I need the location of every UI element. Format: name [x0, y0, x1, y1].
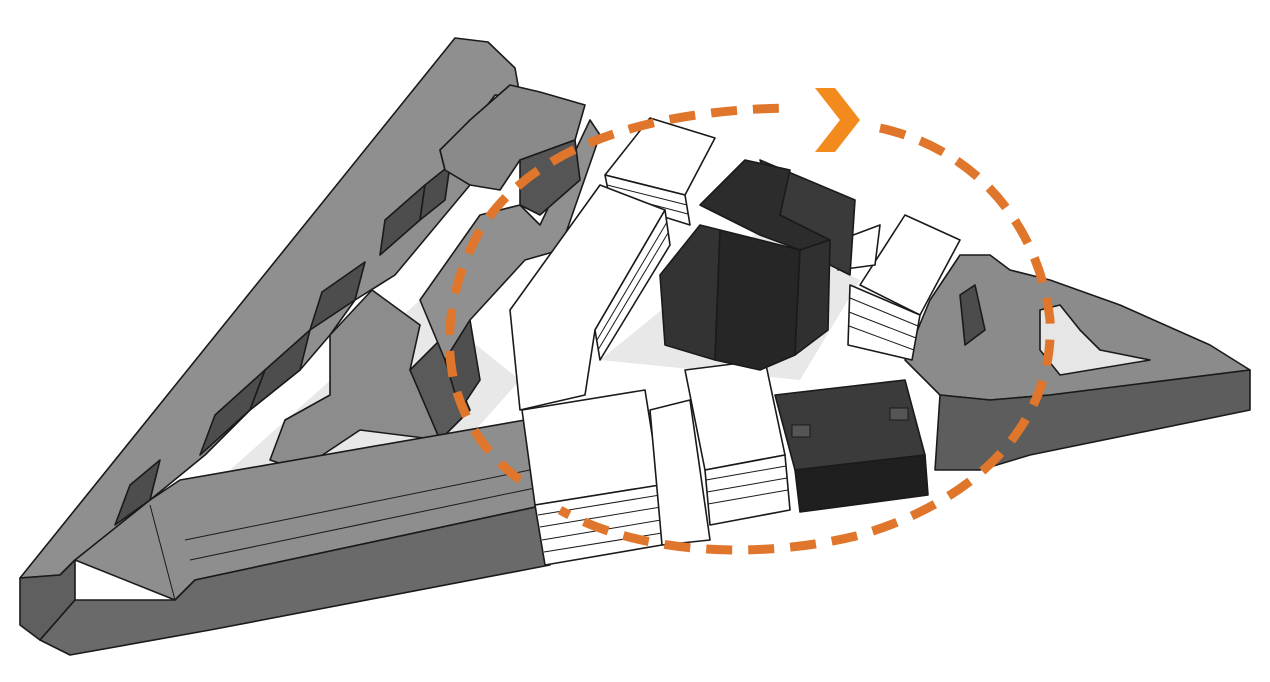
white-block-east-roof	[859, 214, 961, 316]
dark-tower-roof	[699, 159, 831, 251]
east-court-void	[1039, 304, 1151, 376]
white-block-center-face	[704, 454, 791, 526]
new-dark-blocks	[659, 159, 929, 513]
existing-perimeter-block	[19, 37, 1251, 656]
white-link-face	[649, 399, 711, 546]
movement-path	[444, 88, 1055, 555]
east-court-wall	[959, 284, 986, 346]
east-wing-face	[934, 369, 1251, 471]
dark-tower-face-b	[714, 229, 801, 371]
dark-slab-skylight-a	[791, 424, 811, 438]
dashed-loop-path	[444, 103, 1055, 555]
west-wing-courtyard-facades	[114, 164, 451, 526]
chevron-right-icon	[815, 88, 860, 152]
cross-wing-roof	[269, 289, 441, 471]
dark-slab-skylight-b	[889, 407, 909, 421]
new-white-blocks	[509, 117, 961, 566]
dark-slab-face	[794, 454, 929, 513]
cross-wing-face	[409, 339, 471, 441]
white-block-east-face	[847, 284, 921, 361]
dark-tower-face-c	[794, 239, 831, 356]
